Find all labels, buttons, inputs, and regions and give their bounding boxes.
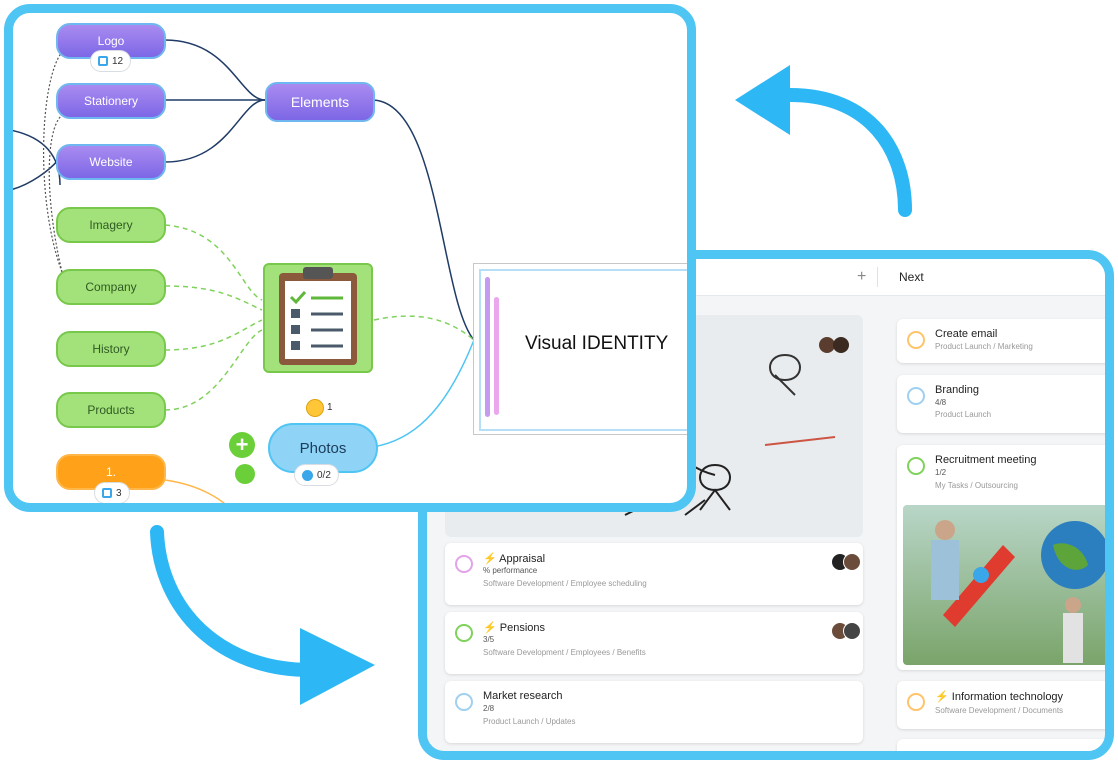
- task-subtasks: % performance: [483, 566, 538, 575]
- column-next-label: Next: [899, 270, 924, 284]
- add-column-label: +: [857, 268, 867, 285]
- smiley-icon: [306, 399, 324, 417]
- check-circle-icon[interactable]: [907, 693, 925, 711]
- task-path: Software Development / Employee scheduli…: [483, 579, 647, 588]
- accent-bar: [494, 297, 499, 415]
- one-badge: 3: [95, 483, 129, 503]
- sync-icon: [102, 488, 112, 498]
- task-subtasks: 3/5: [483, 635, 495, 644]
- photos-badge: 0/2: [295, 465, 338, 485]
- visual-identity-frame: [479, 269, 687, 431]
- task-path: My Tasks / Outsourcing: [935, 481, 1018, 490]
- visual-identity-title: Visual IDENTITY: [525, 333, 669, 354]
- task-title: Recruitment meeting: [935, 454, 1037, 466]
- task-title: Branding: [935, 384, 980, 396]
- emoji-count: 1: [327, 402, 333, 413]
- visual-identity-card[interactable]: [473, 263, 687, 435]
- priority-flag-icon: ⚡: [483, 553, 497, 565]
- node-elements[interactable]: Elements: [265, 82, 375, 122]
- task-card-partial[interactable]: [897, 739, 1105, 751]
- task-card-recruitment-meeting[interactable]: Recruitment meeting 1/2 My Tasks / Outso…: [897, 445, 1105, 670]
- plus-icon[interactable]: +: [229, 432, 255, 458]
- node-one-label: 1.: [105, 465, 116, 479]
- task-card-appraisal[interactable]: ⚡ Appraisal % performance Software Devel…: [445, 543, 863, 605]
- logo-badge-count: 12: [112, 55, 124, 67]
- column-divider: [877, 267, 878, 287]
- task-subtasks: 4/8: [935, 398, 947, 407]
- task-path: Product Launch / Marketing: [935, 342, 1033, 351]
- logo-badge: 12: [91, 51, 131, 71]
- task-title-text: Information technology: [951, 691, 1064, 703]
- task-path: Product Launch: [935, 410, 992, 419]
- node-imagery-label: Imagery: [89, 218, 133, 232]
- node-history[interactable]: History: [56, 331, 166, 367]
- node-website-label: Website: [89, 155, 133, 169]
- node-company-label: Company: [85, 280, 137, 294]
- node-checklist-image[interactable]: [263, 263, 373, 373]
- team-photo: [903, 505, 1105, 665]
- check-circle-icon[interactable]: [907, 387, 925, 405]
- photos-badge-count: 0/2: [317, 469, 331, 481]
- column-next-header[interactable]: Next: [899, 259, 924, 295]
- priority-flag-icon: ⚡: [483, 622, 497, 634]
- task-card-market-research[interactable]: Market research 2/8 Product Launch / Upd…: [445, 681, 863, 743]
- avatar: [843, 553, 861, 571]
- task-title: Market research: [483, 690, 563, 702]
- task-card-create-email[interactable]: Create email Product Launch / Marketing: [897, 319, 1105, 363]
- sync-icon: [98, 56, 108, 66]
- node-history-label: History: [92, 342, 130, 356]
- mindmap-connectors: [13, 39, 475, 503]
- clipboard-checklist-icon: [279, 267, 357, 365]
- task-title-text: Pensions: [499, 622, 546, 634]
- task-path: Software Development / Documents: [935, 706, 1064, 715]
- task-card-pensions[interactable]: ⚡ Pensions 3/5 Software Development / Em…: [445, 612, 863, 674]
- check-circle-icon[interactable]: [455, 624, 473, 642]
- priority-flag-icon: ⚡: [935, 691, 949, 703]
- task-subtasks: 2/8: [483, 704, 495, 713]
- mindmap-panel: Logo 12 Stationery Website Elements Imag…: [4, 4, 696, 512]
- node-products-label: Products: [87, 403, 135, 417]
- node-stationery-label: Stationery: [83, 94, 139, 108]
- task-subtasks: 1/2: [935, 468, 947, 477]
- node-photos-label: Photos: [299, 439, 347, 457]
- node-imagery[interactable]: Imagery: [56, 207, 166, 243]
- node-elements-label: Elements: [290, 94, 350, 110]
- task-card-branding[interactable]: Branding 4/8 Product Launch: [897, 375, 1105, 433]
- node-stationery[interactable]: Stationery: [56, 83, 166, 119]
- sync-icon[interactable]: [235, 464, 255, 484]
- check-circle-icon[interactable]: [907, 331, 925, 349]
- one-badge-count: 3: [116, 487, 122, 499]
- task-title: Create email: [935, 328, 998, 340]
- check-circle-icon[interactable]: [907, 457, 925, 475]
- node-products[interactable]: Products: [56, 392, 166, 428]
- task-title: ⚡ Information technology: [935, 690, 1063, 703]
- add-column-button[interactable]: +: [857, 259, 877, 295]
- check-circle-icon: [302, 469, 313, 481]
- accent-bar: [485, 277, 490, 417]
- node-company[interactable]: Company: [56, 269, 166, 305]
- node-logo-label: Logo: [97, 34, 125, 48]
- node-website[interactable]: Website: [56, 144, 166, 180]
- task-title: ⚡ Pensions: [483, 621, 545, 634]
- check-circle-icon[interactable]: [455, 555, 473, 573]
- task-path: Software Development / Employees / Benef…: [483, 648, 646, 657]
- task-title: ⚡ Appraisal: [483, 552, 545, 565]
- task-title-text: Appraisal: [499, 553, 546, 565]
- check-circle-icon[interactable]: [455, 693, 473, 711]
- task-path: Product Launch / Updates: [483, 717, 576, 726]
- task-card-information-technology[interactable]: ⚡ Information technology Software Develo…: [897, 681, 1105, 729]
- avatar: [843, 622, 861, 640]
